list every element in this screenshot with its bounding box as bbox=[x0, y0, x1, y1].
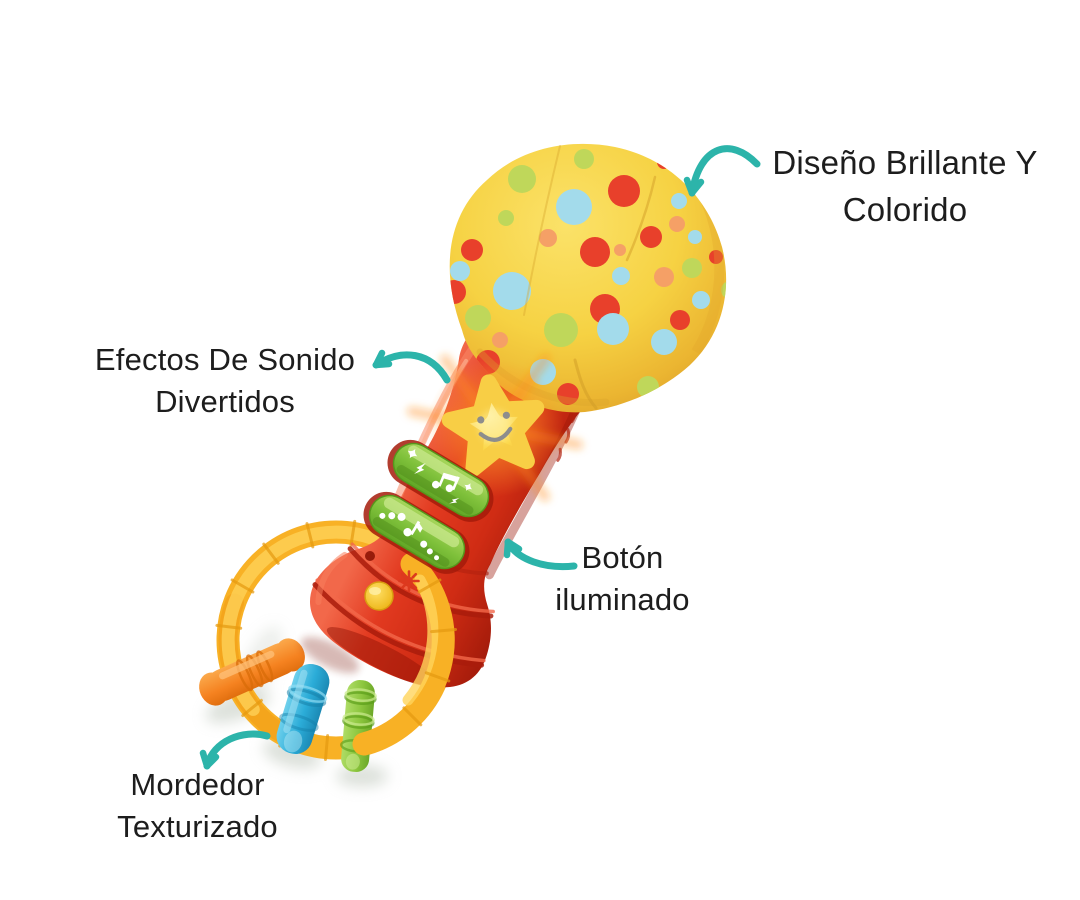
sound-button-melody bbox=[387, 439, 494, 522]
light-sun-icon bbox=[398, 570, 420, 592]
round-yellow-button bbox=[364, 581, 394, 611]
note-dots-icons bbox=[379, 512, 440, 561]
label-teether: Mordedor Texturizado bbox=[30, 764, 365, 848]
label-light-button: Botón iluminado bbox=[480, 537, 765, 621]
label-design-line1: Diseño Brillante Y bbox=[772, 144, 1038, 181]
teething-ring-front bbox=[352, 552, 457, 756]
music-effects-icons bbox=[407, 448, 473, 504]
arrow-teether bbox=[199, 730, 271, 770]
arrow-design bbox=[683, 145, 761, 197]
arrow-sound bbox=[372, 349, 451, 384]
label-teether-line2: Texturizado bbox=[117, 809, 278, 844]
annotation-arrows bbox=[199, 145, 761, 770]
sound-button-notes bbox=[363, 491, 470, 574]
label-design: Diseño Brillante Y Colorido bbox=[700, 139, 1080, 233]
bell-shadow bbox=[300, 636, 360, 674]
star-smiley-face bbox=[477, 411, 513, 442]
green-teether bbox=[340, 680, 377, 772]
label-teether-line1: Mordedor bbox=[130, 767, 265, 802]
orange-teether bbox=[199, 638, 305, 706]
mic-hole-dot bbox=[365, 551, 375, 561]
label-button-line2: iluminado bbox=[555, 582, 690, 617]
label-design-line2: Colorido bbox=[842, 191, 968, 228]
blue-teether bbox=[276, 663, 330, 755]
label-button-line1: Botón bbox=[581, 540, 664, 575]
label-sound-effects: Efectos De Sonido Divertidos bbox=[40, 339, 410, 423]
arrow-light-button bbox=[503, 538, 578, 571]
label-sound-line1: Efectos De Sonido bbox=[94, 342, 356, 377]
label-sound-line2: Divertidos bbox=[155, 384, 295, 419]
